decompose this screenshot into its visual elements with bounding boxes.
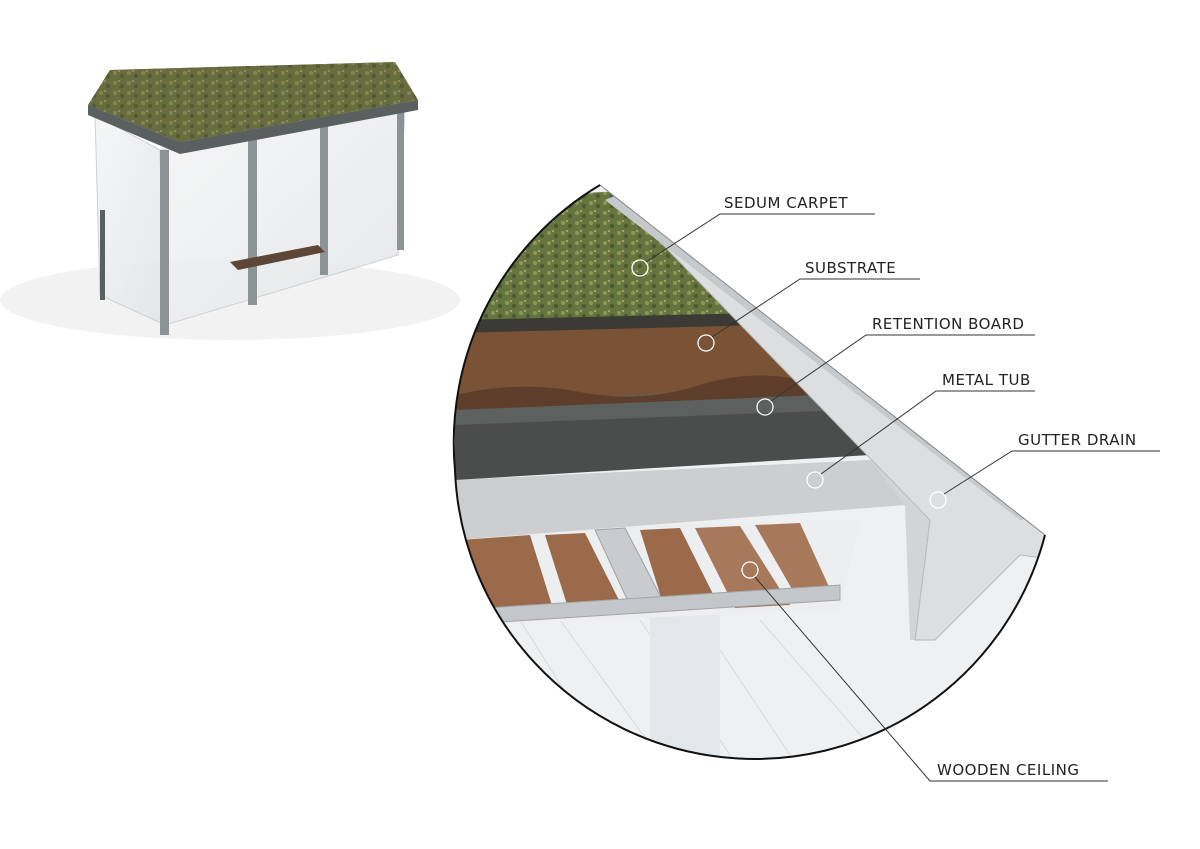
roof-detail-section [453, 185, 1046, 759]
callout-marker-gutter [929, 491, 947, 509]
label-retention-board: RETENTION BOARD [872, 315, 1024, 333]
label-substrate: SUBSTRATE [805, 259, 896, 277]
callout-marker-substrate [697, 334, 715, 352]
detail-circle-outline [452, 184, 1046, 760]
callout-marker-sedum [631, 259, 649, 277]
label-gutter-drain: GUTTER DRAIN [1018, 431, 1137, 449]
label-metal-tub: METAL TUB [942, 371, 1031, 389]
callout-marker-retention [756, 398, 774, 416]
label-sedum-carpet: SEDUM CARPET [724, 194, 848, 212]
callout-marker-ceiling [741, 561, 759, 579]
callout-marker-tub [806, 471, 824, 489]
label-wooden-ceiling: WOODEN CEILING [937, 761, 1079, 779]
bus-shelter-illustration [0, 62, 460, 340]
leader-lines [645, 213, 1160, 782]
